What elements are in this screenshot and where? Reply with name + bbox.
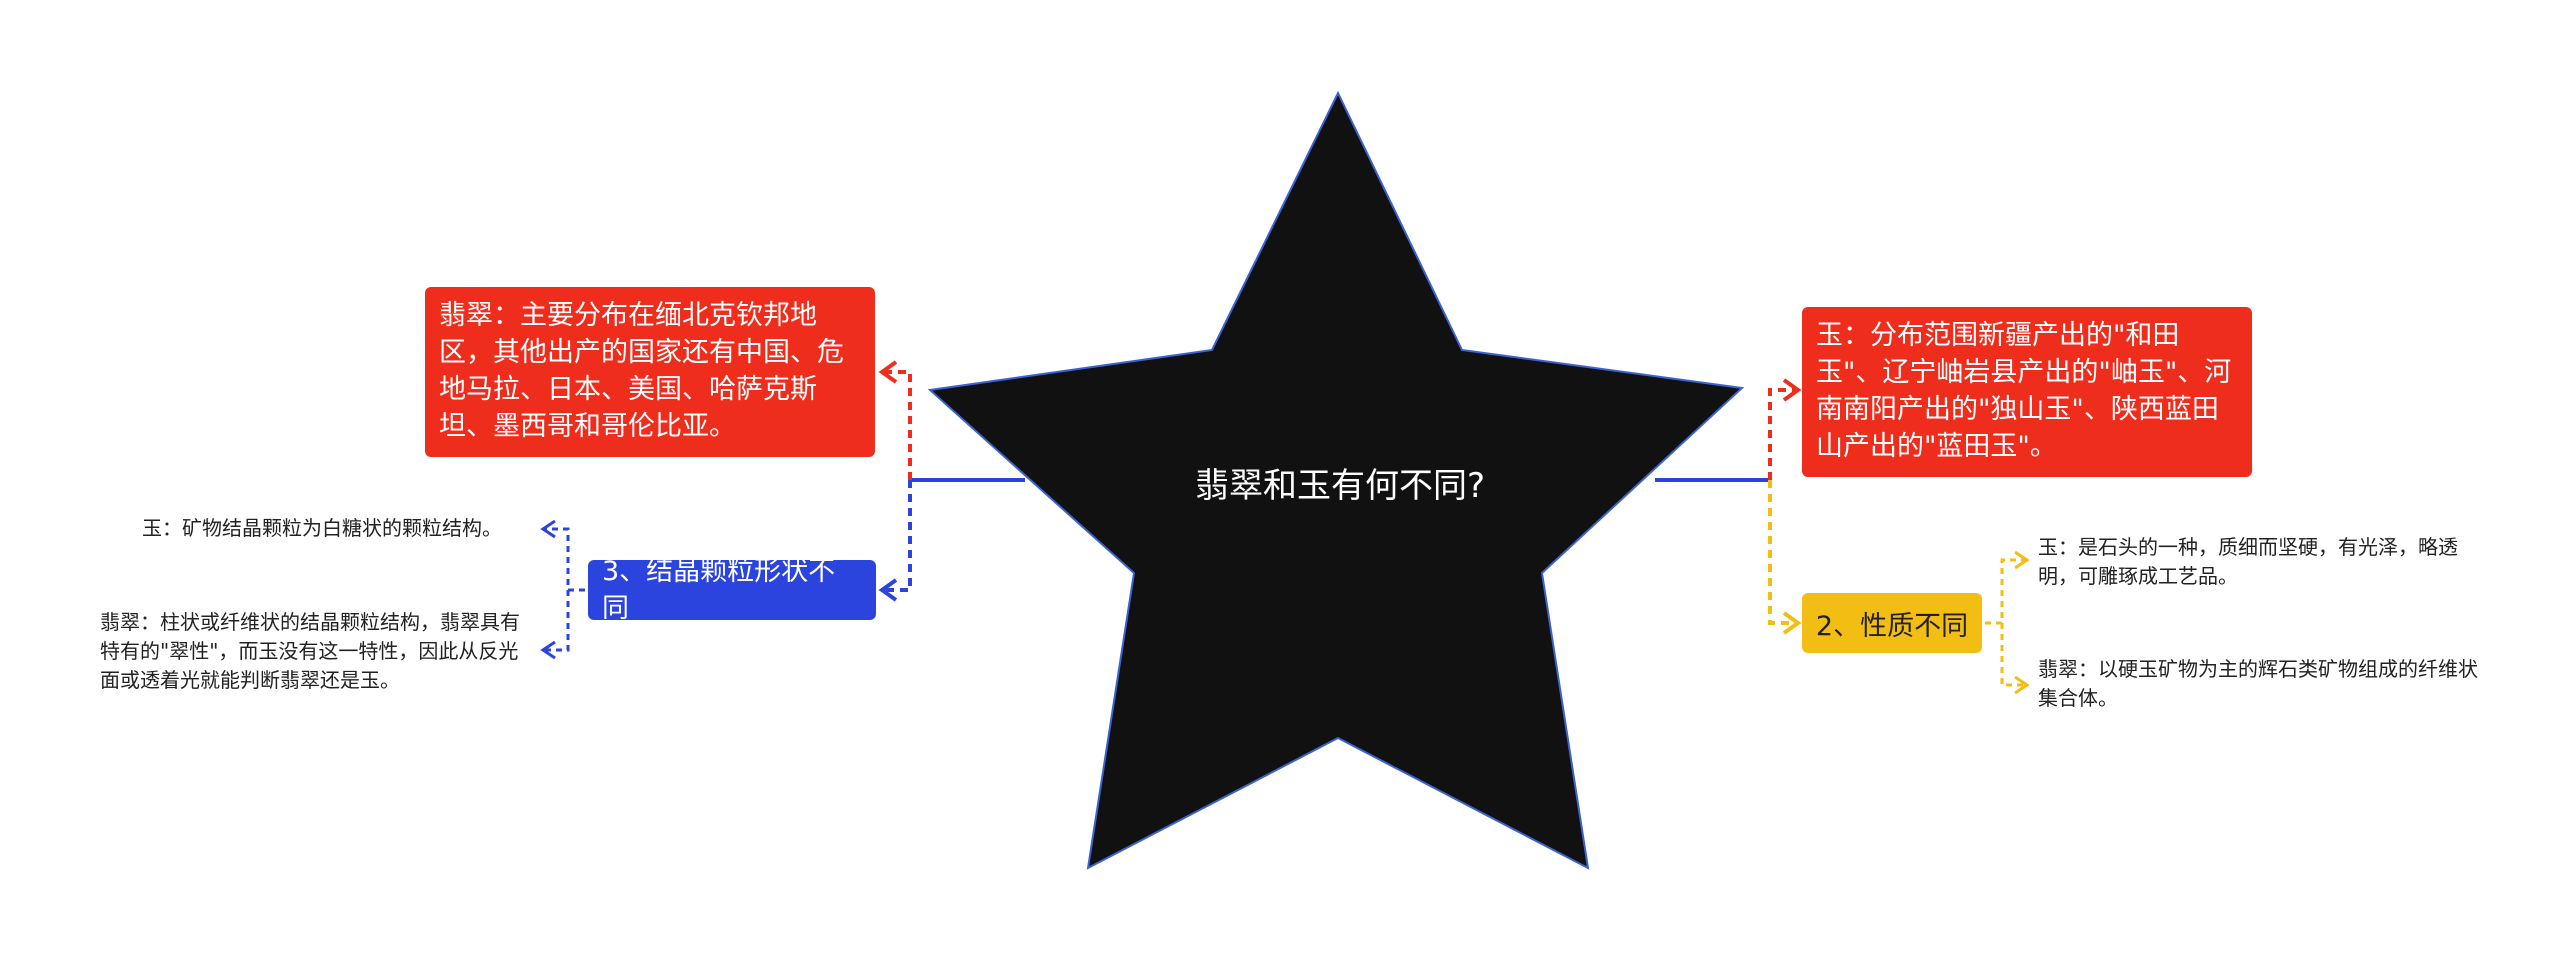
left-blue-connector xyxy=(885,480,912,592)
right-yellow-arrow-icon xyxy=(1782,611,1802,635)
left-red-connector xyxy=(885,370,912,480)
blue-leaf-arrow-bottom-icon xyxy=(540,640,556,660)
jade-distribution-text: 翡翠：主要分布在缅北克钦邦地区，其他出产的国家还有中国、危地马拉、日本、美国、哈… xyxy=(439,300,844,442)
center-star-shape[interactable] xyxy=(927,90,1745,870)
leaf-jade-property[interactable]: 翡翠：以硬玉矿物为主的辉石类矿物组成的纤维状集合体。 xyxy=(2038,655,2478,713)
blue-leaf-connector-top xyxy=(545,527,585,592)
blue-leaf-arrow-top-icon xyxy=(540,519,556,539)
leaf-yu-crystal-structure[interactable]: 玉：矿物结晶颗粒为白糖状的颗粒结构。 xyxy=(142,514,542,543)
jade-distribution-node[interactable]: 翡翠：主要分布在缅北克钦邦地区，其他出产的国家还有中国、危地马拉、日本、美国、哈… xyxy=(425,287,875,457)
right-yellow-connector xyxy=(1768,480,1795,625)
leaf-jade-crystal-structure-text: 翡翠：柱状或纤维状的结晶颗粒结构，翡翠具有特有的"翠性"，而玉没有这一特性，因此… xyxy=(100,610,520,692)
leaf-jade-property-text: 翡翠：以硬玉矿物为主的辉石类矿物组成的纤维状集合体。 xyxy=(2038,657,2478,710)
leaf-yu-property[interactable]: 玉：是石头的一种，质细而坚硬，有光泽，略透明，可雕琢成工艺品。 xyxy=(2038,533,2478,591)
left-red-arrow-icon xyxy=(878,360,898,384)
property-branch-node[interactable]: 2、性质不同 xyxy=(1802,593,1982,653)
right-red-connector xyxy=(1768,388,1795,480)
leaf-yu-property-text: 玉：是石头的一种，质细而坚硬，有光泽，略透明，可雕琢成工艺品。 xyxy=(2038,535,2458,588)
yu-distribution-text: 玉：分布范围新疆产出的"和田玉"、辽宁岫岩县产出的"岫玉"、河南南阳产出的"独山… xyxy=(1816,320,2232,462)
property-branch-label: 2、性质不同 xyxy=(1815,610,1969,642)
yellow-leaf-arrow-top-icon xyxy=(2014,550,2030,570)
yu-distribution-node[interactable]: 玉：分布范围新疆产出的"和田玉"、辽宁岫岩县产出的"岫玉"、河南南阳产出的"独山… xyxy=(1802,307,2252,477)
leaf-jade-crystal-structure[interactable]: 翡翠：柱状或纤维状的结晶颗粒结构，翡翠具有特有的"翠性"，而玉没有这一特性，因此… xyxy=(100,608,536,695)
crystal-shape-branch-node[interactable]: 3、结晶颗粒形状不同 xyxy=(588,556,876,624)
yellow-leaf-connector-bottom xyxy=(2000,623,2025,687)
leaf-yu-crystal-structure-text: 玉：矿物结晶颗粒为白糖状的颗粒结构。 xyxy=(142,516,502,540)
center-topic-title[interactable]: 翡翠和玉有何不同? xyxy=(1194,466,1486,506)
crystal-shape-branch-label: 3、结晶颗粒形状不同 xyxy=(602,556,836,624)
blue-leaf-connector-bottom xyxy=(545,590,570,652)
yellow-leaf-arrow-bottom-icon xyxy=(2014,675,2030,695)
right-red-arrow-icon xyxy=(1782,378,1802,402)
left-blue-arrow-icon xyxy=(878,578,898,602)
yellow-leaf-connector-top xyxy=(1985,558,2025,625)
